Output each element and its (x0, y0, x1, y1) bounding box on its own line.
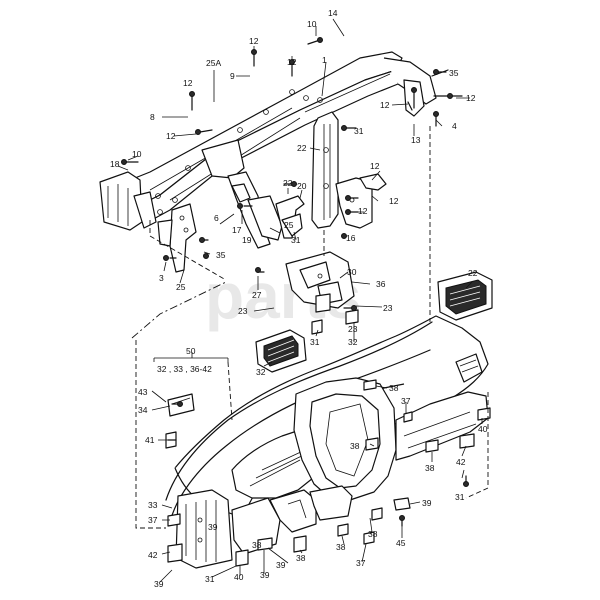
callout-25a: 25A (206, 58, 221, 68)
callout-37: 37 (356, 558, 366, 568)
callout-41: 41 (145, 435, 155, 445)
callout-34: 34 (138, 405, 148, 415)
callout-23: 32 (348, 337, 358, 347)
callout-31: 35 (216, 250, 226, 260)
callout-42: 42 (456, 457, 466, 467)
bracket-3 (157, 203, 197, 273)
callout-38: 38 (425, 463, 435, 473)
air-vent-left (255, 329, 307, 373)
callout-45: 45 (396, 538, 406, 548)
callout-20: 12 (389, 196, 399, 206)
callout-40: 40 (478, 424, 488, 434)
callout-42: 42 (148, 550, 158, 560)
callout-17: 25 (284, 220, 294, 230)
callout-10: 10 (307, 19, 317, 29)
callout-6: 17 (232, 225, 242, 235)
bracket-20 (335, 173, 387, 229)
vertical-brace (311, 111, 339, 229)
callout-31: 31 (455, 492, 465, 502)
callout-12: 12 (183, 78, 193, 88)
callout-30: 36 (376, 279, 386, 289)
air-vent-right (437, 271, 493, 321)
callout-4: 13 (411, 135, 421, 145)
callout-38: 38 (389, 383, 399, 393)
callout-31: 23 (383, 303, 393, 313)
callout-10: 10 (132, 149, 142, 159)
callout-39: 39 (154, 579, 164, 589)
callout-32: 32 (256, 367, 266, 377)
callout-22: 23 (238, 306, 248, 316)
cross-member (129, 51, 451, 223)
left-end-bracket (99, 171, 157, 231)
callout-18: 22 (297, 143, 307, 153)
callout-38: 38 (350, 441, 360, 451)
callout-12: 31 (354, 126, 364, 136)
callout-31: 4 (452, 121, 457, 131)
callout-22: 12 (370, 161, 380, 171)
callout-38: 38 (368, 529, 378, 539)
callout-labels: 14 10 12 25A 9 12 1 35 12 8 12 12 12 31 … (110, 8, 488, 589)
callout-38: 38 (296, 553, 306, 563)
callout-25: 16 (346, 233, 356, 243)
callout-38: 38 (252, 540, 262, 550)
callout-39: 39 (422, 498, 432, 508)
group-bracket-50 (153, 352, 229, 362)
callout-35: 3 (159, 273, 164, 283)
leader-lines (117, 18, 483, 583)
callout-39: 39 (276, 560, 286, 570)
callout-12: 12 (466, 93, 476, 103)
callout-12: 22 (283, 178, 293, 188)
callout-12: 12 (249, 36, 259, 46)
callout-8: 8 (150, 112, 155, 122)
callout-9: 9 (230, 71, 235, 81)
callout-12: 6 (214, 213, 219, 223)
callout-22: 20 (297, 181, 307, 191)
callout-36: 22 (468, 268, 478, 278)
callout-37: 37 (401, 396, 411, 406)
callout-39: 39 (208, 522, 218, 532)
callout-12: 12 (166, 131, 176, 141)
callout-14: 14 (328, 8, 338, 18)
callout-40: 40 (234, 572, 244, 582)
group-items-text: 32 , 33 , 36-42 (157, 364, 212, 374)
callout-43: 43 (138, 387, 148, 397)
callout-1: 1 (322, 55, 327, 65)
callout-19: 31 (291, 235, 301, 245)
callout-12: 12 (380, 100, 390, 110)
group-label-50: 50 (186, 346, 196, 356)
callout-12: 12 (287, 57, 297, 67)
callout-33: 33 (148, 500, 158, 510)
callout-27: 30 (347, 267, 357, 277)
callout-23: 31 (310, 337, 320, 347)
callout-38: 38 (336, 542, 346, 552)
dashboard-panel (165, 315, 489, 569)
callout-13: 18 (110, 159, 120, 169)
screws (121, 37, 469, 527)
callout-3: 25 (176, 282, 186, 292)
reference-lines (131, 126, 489, 529)
support-brackets (247, 195, 305, 241)
bracket-27-30 (285, 251, 355, 309)
callout-39: 39 (260, 570, 270, 580)
callout-12: 12 (358, 206, 368, 216)
callout-37: 37 (148, 515, 158, 525)
callout-25: 27 (252, 290, 262, 300)
callout-23: 23 (348, 324, 358, 334)
callout-35: 35 (449, 68, 459, 78)
callout-31: 31 (205, 574, 215, 584)
callout-16: 19 (242, 235, 252, 245)
